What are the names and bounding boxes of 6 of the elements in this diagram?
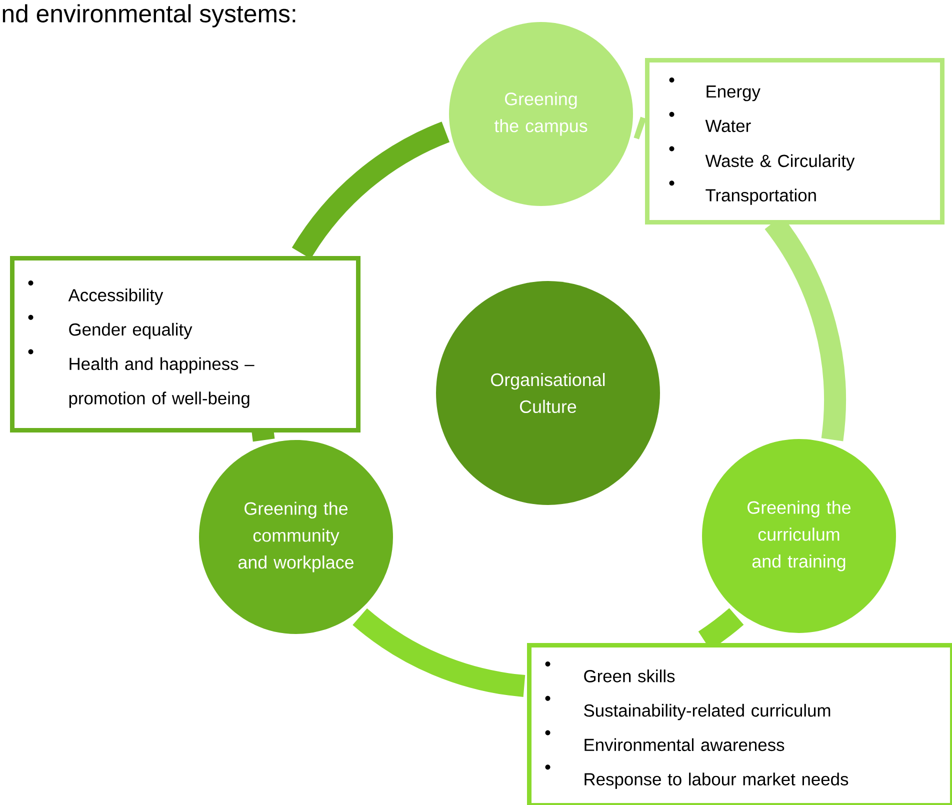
list-box: Accessibility Gender equality Health and happiness – promotion of well-being bbox=[10, 256, 360, 432]
ring-segment bbox=[634, 116, 646, 140]
ring-segment bbox=[352, 608, 526, 697]
list-box: Energy Water Waste & Circularity Transportation bbox=[645, 58, 944, 224]
list-box: Green skills Sustainability-related curriculum Environmental awareness Response to labour market needs bbox=[527, 642, 952, 805]
heading-text: nd environmental systems: bbox=[2, 4, 296, 28]
